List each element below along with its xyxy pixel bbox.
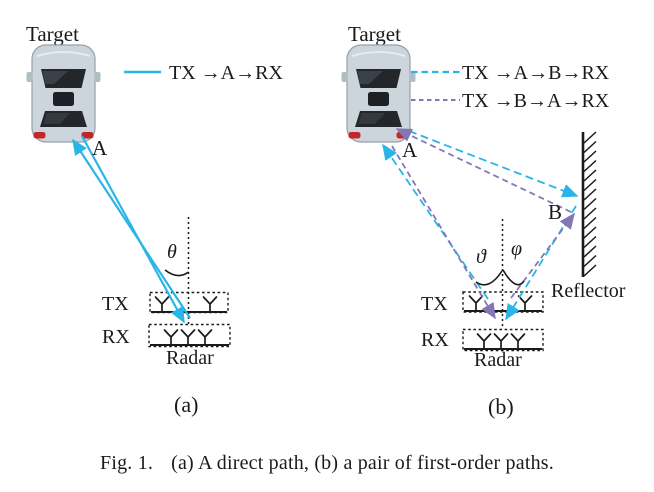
tx-antenna-icon: [468, 295, 484, 312]
radar-a: TX RX Radar: [102, 291, 231, 369]
caption-text: (a) A direct path, (b) a pair of first-o…: [171, 452, 554, 474]
reflector-hatching: [583, 131, 597, 277]
path-b-to-a: [395, 128, 572, 213]
rx-array-box-a: [148, 323, 231, 348]
figure-caption: Fig. 1. (a) A direct path, (b) a pair of …: [0, 452, 654, 475]
panel-a: Target TX →A→RX TX RX Radar: [25, 22, 283, 417]
legend-b-label-direct: TX →A→B→RX: [462, 62, 610, 84]
tx-antenna-icon: [517, 295, 533, 312]
tx-antenna-icon: [202, 296, 218, 313]
rx-antenna-icon: [476, 333, 492, 350]
path-tx-to-a-b: [382, 143, 489, 300]
rx-antenna-icon: [197, 329, 213, 346]
theta-arc: [164, 269, 189, 277]
radar-b: TX RX Radar: [421, 291, 544, 371]
target-car-b: [340, 44, 417, 143]
vartheta-arc: [475, 270, 503, 286]
point-a-label-a: A: [92, 136, 108, 160]
path-tx-to-a: [72, 138, 191, 319]
path-a-to-rx: [81, 135, 185, 324]
panel-b: Target TX →A→B→RX TX →B→A→RX Reflector: [340, 22, 626, 419]
reflector-label: Reflector: [551, 280, 626, 302]
target-label-b: Target: [348, 22, 401, 46]
legend-b: TX →A→B→RX TX →B→A→RX: [411, 62, 610, 112]
radar-label-b: Radar: [474, 349, 522, 371]
rx-antenna-icon: [163, 329, 179, 346]
rx-label-a: RX: [102, 326, 130, 348]
legend-a: TX →A→RX: [124, 62, 283, 84]
caption-prefix: Fig. 1.: [100, 452, 154, 474]
radar-label-a: Radar: [166, 347, 214, 369]
figure-1-diagram: Target TX →A→RX TX RX Radar: [25, 22, 626, 419]
path-a-to-b: [408, 130, 579, 198]
point-a-label-b: A: [402, 138, 418, 162]
rx-antenna-icon: [180, 329, 196, 346]
varphi-label: φ: [511, 238, 522, 260]
legend-b-label-reverse: TX →B→A→RX: [462, 90, 610, 112]
vartheta-label: ϑ: [476, 246, 487, 268]
panel-a-tag: (a): [174, 392, 198, 417]
rx-antenna-icon: [493, 333, 509, 350]
tx-antenna-icon: [154, 296, 170, 313]
varphi-arc: [502, 269, 525, 286]
target-car-a: [25, 44, 102, 143]
point-b-label-b: B: [548, 200, 562, 224]
path-tx-to-b: [510, 212, 575, 299]
path-a-to-rx-b: [391, 145, 496, 320]
tx-label-a: TX: [102, 293, 129, 315]
rx-array-box-b: [462, 328, 544, 352]
panel-b-tag: (b): [488, 394, 514, 419]
target-label-a: Target: [26, 22, 79, 46]
theta-label: θ: [167, 241, 177, 263]
rx-label-b: RX: [421, 329, 449, 351]
legend-a-label-direct: TX →A→RX: [169, 62, 283, 84]
rx-antenna-icon: [510, 333, 526, 350]
tx-array-box-b: [462, 291, 544, 313]
reflector-wall: Reflector: [551, 131, 626, 302]
tx-label-b: TX: [421, 293, 448, 315]
path-b-to-rx: [505, 205, 577, 321]
